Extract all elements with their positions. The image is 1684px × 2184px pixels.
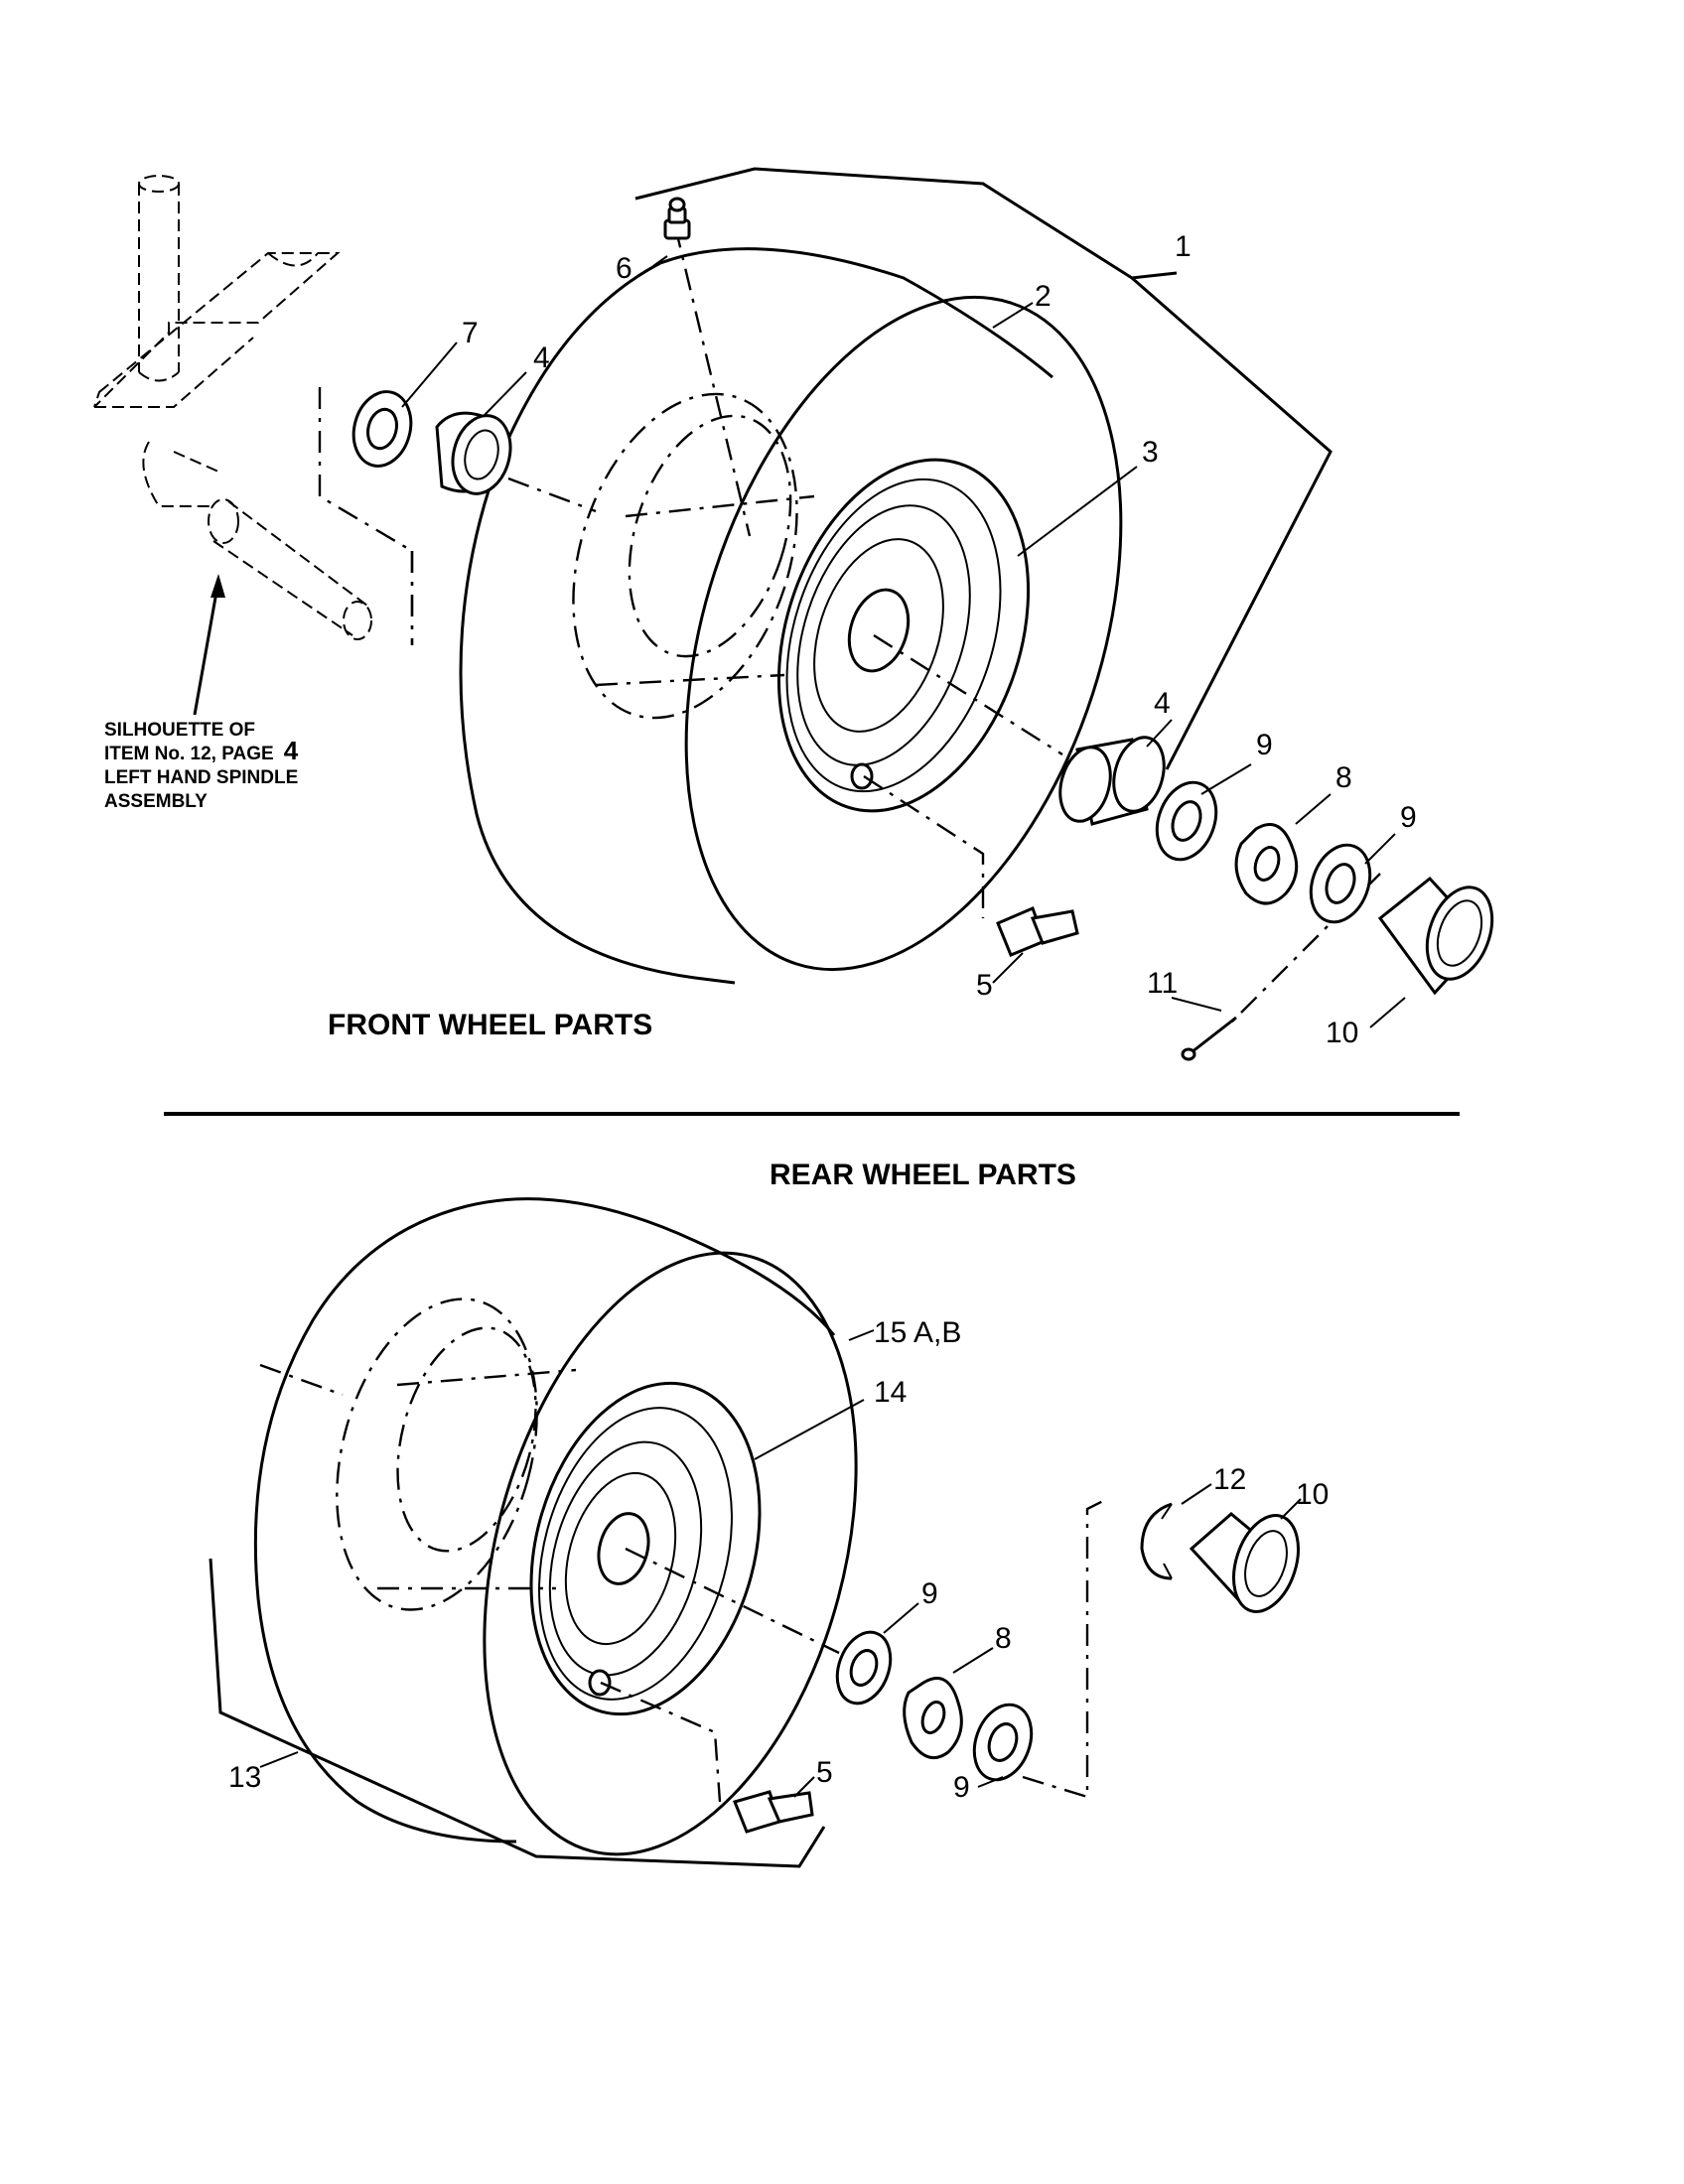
part-10-hub-cap-rear bbox=[1189, 1512, 1300, 1613]
part-9-washer-front-a bbox=[1155, 780, 1218, 862]
part-4-bushing-left bbox=[435, 411, 512, 495]
callout-5: 5 bbox=[976, 969, 993, 1002]
front-tire bbox=[459, 247, 1123, 985]
part-8-lock-washer-front bbox=[1234, 823, 1299, 905]
callout-10: 10 bbox=[1326, 1017, 1358, 1049]
callout-8-rear: 8 bbox=[995, 1622, 1012, 1655]
part-9-washer-rear-a bbox=[835, 1630, 893, 1706]
part-4-bushing-right bbox=[1058, 736, 1166, 826]
rear-leaders bbox=[259, 1329, 1302, 1798]
note-line-3: LEFT HAND SPINDLE bbox=[104, 767, 298, 788]
part-10-hub-cap-front bbox=[1377, 876, 1494, 996]
callout-11: 11 bbox=[1147, 967, 1178, 1000]
part-5-valve-stem-front bbox=[996, 905, 1079, 957]
note-line-1: SILHOUETTE OF bbox=[104, 720, 255, 741]
callout-9-rear-b: 9 bbox=[953, 1771, 970, 1804]
silhouette-arrowhead bbox=[210, 574, 225, 598]
part-9-washer-front-b bbox=[1309, 843, 1372, 924]
silhouette-pointer bbox=[193, 580, 220, 716]
front-section-title: FRONT WHEEL PARTS bbox=[328, 1009, 652, 1041]
rear-back-hub bbox=[336, 1297, 577, 1611]
callout-13: 13 bbox=[228, 1761, 261, 1794]
part-5-valve-stem-rear bbox=[732, 1790, 814, 1834]
part-9-washer-rear-b bbox=[972, 1703, 1034, 1782]
callout-14: 14 bbox=[874, 1376, 907, 1409]
callout-8: 8 bbox=[1335, 761, 1352, 794]
callout-1: 1 bbox=[1175, 230, 1192, 263]
callout-7: 7 bbox=[462, 317, 479, 349]
rear-axle-line bbox=[259, 1363, 840, 1655]
front-axle-line bbox=[507, 477, 1063, 756]
callout-15: 15 A,B bbox=[874, 1316, 961, 1349]
front-rim bbox=[776, 458, 1031, 813]
note-line-4: ASSEMBLY bbox=[104, 791, 208, 812]
callout-2: 2 bbox=[1035, 280, 1052, 313]
callout-5-rear: 5 bbox=[816, 1756, 833, 1789]
callout-9-b: 9 bbox=[1400, 801, 1417, 834]
callout-4-right: 4 bbox=[1154, 687, 1171, 720]
callout-10-rear: 10 bbox=[1296, 1478, 1329, 1511]
part-12-e-ring bbox=[1140, 1502, 1173, 1580]
part-7-washer bbox=[351, 390, 413, 468]
rear-wheel-section: REAR WHEEL PARTS bbox=[209, 1159, 1329, 1868]
rear-rim bbox=[529, 1381, 762, 1716]
front-leaders bbox=[401, 167, 1406, 1028]
part-6-grease-fitting bbox=[663, 197, 691, 240]
front-rear-hub bbox=[572, 392, 815, 720]
callout-12: 12 bbox=[1213, 1463, 1246, 1496]
callout-9-a: 9 bbox=[1256, 729, 1273, 761]
rear-section-title: REAR WHEEL PARTS bbox=[770, 1159, 1076, 1191]
rear-assembly-bracket bbox=[209, 1558, 826, 1868]
callout-3: 3 bbox=[1142, 436, 1159, 469]
part-8-lock-washer-rear bbox=[903, 1677, 963, 1760]
callout-9-rear-a: 9 bbox=[921, 1577, 938, 1610]
rear-tire bbox=[253, 1197, 858, 1856]
part-11-cotter-pin bbox=[1181, 1016, 1237, 1061]
spindle-silhouette bbox=[93, 175, 372, 640]
callout-4-left: 4 bbox=[533, 341, 550, 374]
callout-6: 6 bbox=[616, 252, 632, 285]
